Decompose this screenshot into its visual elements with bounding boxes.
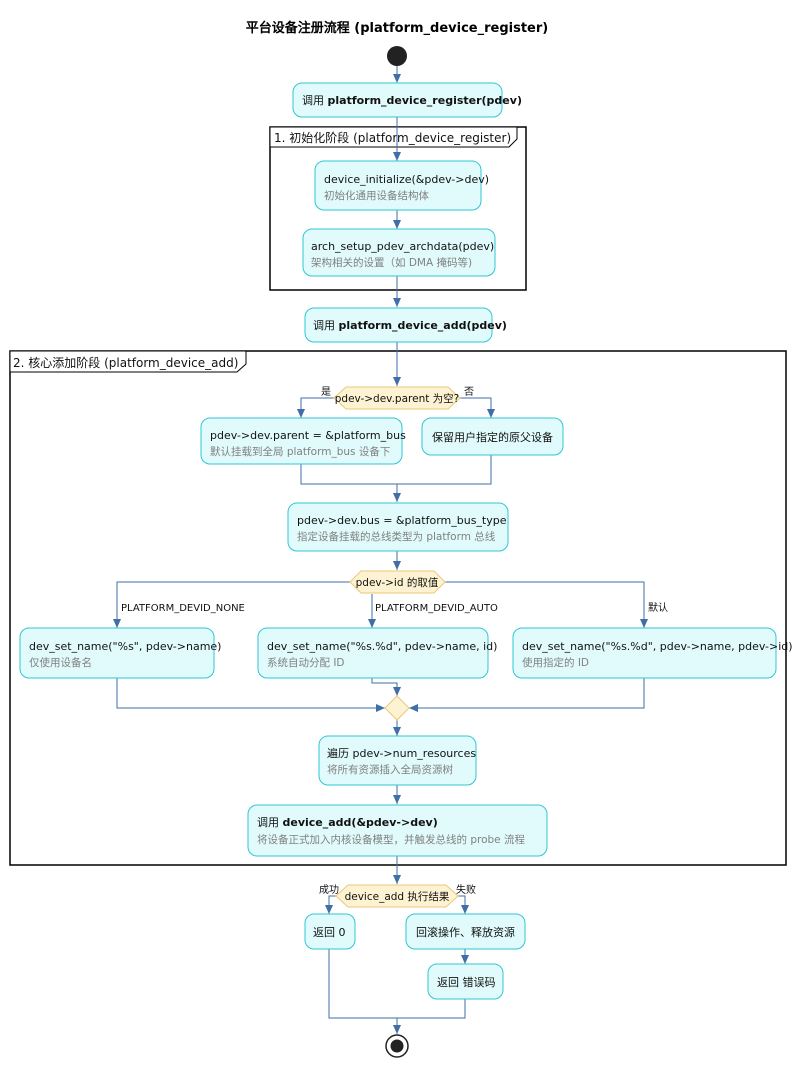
node-parent-bus: pdev->dev.parent = &platform_bus 默认挂载到全局…	[200, 417, 406, 465]
return-err-line1: 返回 错误码	[437, 975, 496, 989]
decision-parent-null-yes: 是	[321, 386, 331, 398]
parent-bus-line1: pdev->dev.parent = &platform_bus	[210, 429, 406, 442]
node-return-err: 返回 错误码	[427, 963, 504, 1000]
partition-init: 1. 初始化阶段 (platform_device_register)	[269, 126, 527, 291]
name-none-line2: 仅使用设备名	[29, 656, 92, 669]
decision-id-value-opt-default: 默认	[648, 601, 668, 614]
keep-parent-line1: 保留用户指定的原父设备	[432, 430, 553, 444]
call-device-add-prefix: 调用	[257, 816, 283, 829]
decision-id-value-text: pdev->id 的取值	[356, 576, 439, 589]
node-call-add: 调用 platform_device_add(pdev)	[304, 307, 507, 343]
node-arch-setup: arch_setup_pdev_archdata(pdev) 架构相关的设置（如…	[302, 228, 496, 277]
node-name-default: dev_set_name("%s.%d", pdev->name, pdev->…	[512, 627, 793, 679]
name-auto-line2: 系统自动分配 ID	[267, 656, 345, 669]
decision-parent-null-text: pdev->dev.parent 为空?	[335, 392, 460, 405]
call-register-func: platform_device_register(pdev)	[328, 94, 522, 107]
node-device-initialize: device_initialize(&pdev->dev) 初始化通用设备结构体	[314, 160, 489, 211]
set-bus-line1: pdev->dev.bus = &platform_bus_type	[297, 514, 507, 527]
decision-parent-null: pdev->dev.parent 为空? 是 否	[321, 386, 474, 410]
return-zero-line1: 返回 0	[313, 926, 346, 939]
name-default-line2: 使用指定的 ID	[522, 656, 589, 669]
decision-id-value: pdev->id 的取值 PLATFORM_DEVID_NONE PLATFOR…	[121, 570, 668, 614]
decision-parent-null-no: 否	[464, 386, 474, 398]
end-node	[385, 1034, 409, 1058]
name-none-line1: dev_set_name("%s", pdev->name)	[29, 640, 221, 653]
device-initialize-line2: 初始化通用设备结构体	[324, 189, 429, 202]
name-auto-line1: dev_set_name("%s.%d", pdev->name, id)	[267, 640, 497, 653]
call-register-prefix: 调用	[302, 94, 328, 107]
decision-result-success: 成功	[319, 884, 339, 896]
decision-id-value-opt-none: PLATFORM_DEVID_NONE	[121, 603, 245, 614]
arch-setup-line1: arch_setup_pdev_archdata(pdev)	[311, 240, 494, 253]
svg-text:调用 device_add(&pdev->dev): 调用 device_add(&pdev->dev)	[257, 816, 438, 829]
svg-text:调用 platform_device_register(pd: 调用 platform_device_register(pdev)	[302, 94, 522, 107]
node-call-device-add: 调用 device_add(&pdev->dev) 将设备正式加入内核设备模型，…	[247, 804, 548, 857]
device-initialize-line1: device_initialize(&pdev->dev)	[324, 173, 489, 186]
node-name-auto: dev_set_name("%s.%d", pdev->name, id) 系统…	[257, 627, 497, 679]
node-keep-parent: 保留用户指定的原父设备	[421, 417, 564, 456]
decision-result-fail: 失败	[456, 883, 476, 896]
call-add-prefix: 调用	[313, 319, 339, 332]
node-set-bus: pdev->dev.bus = &platform_bus_type 指定设备挂…	[287, 502, 509, 552]
node-resources: 遍历 pdev->num_resources 将所有资源插入全局资源树	[318, 735, 477, 786]
merge-diamond	[384, 695, 410, 721]
node-call-register: 调用 platform_device_register(pdev)	[292, 82, 522, 118]
svg-text:调用 platform_device_add(pdev): 调用 platform_device_add(pdev)	[313, 319, 507, 332]
call-device-add-func: device_add(&pdev->dev)	[283, 816, 438, 829]
node-rollback: 回滚操作、释放资源	[405, 913, 526, 950]
parent-bus-line2: 默认挂载到全局 platform_bus 设备下	[210, 445, 390, 458]
decision-id-value-opt-auto: PLATFORM_DEVID_AUTO	[375, 603, 498, 614]
partition-core-label: 2. 核心添加阶段 (platform_device_add)	[13, 355, 238, 370]
partition-core: 2. 核心添加阶段 (platform_device_add)	[9, 350, 787, 866]
set-bus-line2: 指定设备挂载的总线类型为 platform 总线	[297, 530, 496, 543]
call-device-add-line2: 将设备正式加入内核设备模型，并触发总线的 probe 流程	[257, 833, 525, 846]
partition-init-label: 1. 初始化阶段 (platform_device_register)	[274, 130, 511, 145]
diagram-title: 平台设备注册流程 (platform_device_register)	[246, 20, 548, 36]
edges	[116, 66, 645, 1034]
start-node	[387, 46, 407, 66]
decision-result-text: device_add 执行结果	[345, 890, 450, 903]
arch-setup-line2: 架构相关的设置（如 DMA 掩码等)	[311, 256, 472, 269]
name-default-line1: dev_set_name("%s.%d", pdev->name, pdev->…	[522, 640, 793, 653]
call-add-func: platform_device_add(pdev)	[339, 319, 507, 332]
node-return-zero: 返回 0	[304, 913, 356, 950]
resources-line1: 遍历 pdev->num_resources	[327, 747, 476, 760]
decision-result: device_add 执行结果 成功 失败	[319, 883, 476, 908]
resources-line2: 将所有资源插入全局资源树	[327, 763, 453, 776]
arrowheads	[113, 74, 648, 1034]
rollback-line1: 回滚操作、释放资源	[416, 925, 515, 939]
node-name-none: dev_set_name("%s", pdev->name) 仅使用设备名	[19, 627, 221, 679]
